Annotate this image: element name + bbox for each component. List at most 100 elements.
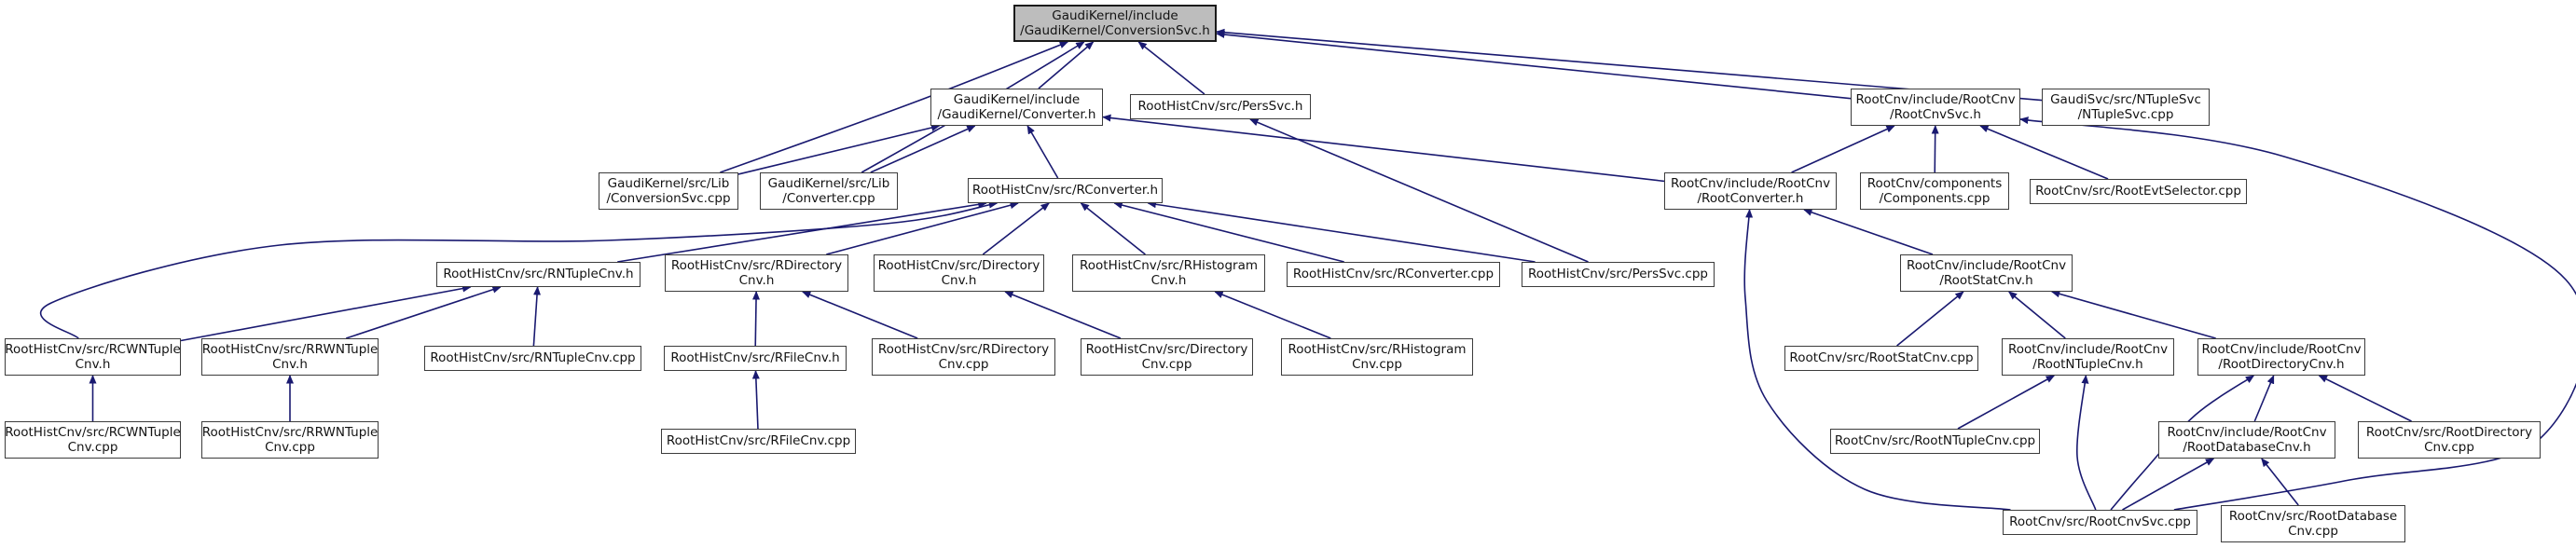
graph-node-label: /RootDatabaseCnv.h: [2183, 440, 2311, 455]
edge-rootstatcnv-cpp--rootstatcnv-h: [1896, 291, 1964, 347]
edge-rhistogramcnv-cpp--rhistogramcnv-h: [1214, 291, 1331, 339]
edge-rootcnvsvc-cpp--rootntuplecnv-h: [2075, 375, 2097, 511]
graph-node-rootcnvsvc-cpp[interactable]: RootCnv/src/RootCnvSvc.cpp: [2003, 510, 2197, 535]
graph-node-perssvc-h[interactable]: RootHistCnv/src/PersSvc.h: [1130, 94, 1311, 119]
graph-node-label: RootHistCnv/src/RFileCnv.cpp: [666, 433, 851, 449]
edge-converter-cpp--converter-h: [870, 125, 976, 173]
graph-node-rootconverter-h[interactable]: RootCnv/include/RootCnv/RootConverter.h: [1664, 172, 1837, 210]
graph-node-label: /Converter.cpp: [782, 191, 875, 206]
graph-node-rootntuplecnv-cpp[interactable]: RootCnv/src/RootNTupleCnv.cpp: [1830, 429, 2040, 454]
graph-node-label: RootHistCnv/src/RNTupleCnv.cpp: [430, 350, 636, 366]
edge-rcwntuplecnv-h--rntuplecnv-h: [180, 284, 472, 342]
graph-node-rootntuplecnv-h[interactable]: RootCnv/include/RootCnv/RootNTupleCnv.h: [2002, 338, 2174, 376]
graph-node-rconverter-cpp[interactable]: RootHistCnv/src/RConverter.cpp: [1287, 262, 1500, 287]
graph-node-rootdirectorycnv-h[interactable]: RootCnv/include/RootCnv/RootDirectoryCnv…: [2197, 338, 2365, 376]
graph-node-label: RootCnv/src/RootStatCnv.cpp: [1789, 350, 1974, 366]
graph-node-label: RootHistCnv/src/RCWNTuple: [5, 424, 181, 440]
graph-node-components-cpp[interactable]: RootCnv/components/Components.cpp: [1860, 172, 2009, 210]
graph-node-label: GaudiKernel/src/Lib: [607, 175, 730, 191]
edge-rdirectorycnv-h--rconverter-h: [826, 201, 1019, 255]
graph-node-perssvc-cpp[interactable]: RootHistCnv/src/PersSvc.cpp: [1522, 262, 1715, 287]
graph-node-rootcnvsvc-h[interactable]: RootCnv/include/RootCnv/RootCnvSvc.h: [1851, 89, 2020, 126]
graph-node-label: RootCnv/src/RootDatabase: [2228, 508, 2398, 524]
edge-rconverter-cpp--rconverter-h: [1113, 201, 1344, 263]
edge-rootntuplecnv-cpp--rootntuplecnv-h: [1957, 375, 2056, 430]
graph-node-label: RootHistCnv/src/RConverter.h: [971, 183, 1159, 199]
graph-node-label: RootHistCnv/src/RCWNTuple: [5, 341, 181, 357]
graph-node-label: Cnv.h: [738, 273, 775, 288]
edge-rootdatabasecnv-cpp--rootdatabasecnv-h: [2261, 458, 2299, 506]
graph-node-label: /RootNTupleCnv.h: [2032, 357, 2143, 372]
graph-node-conversionsvc-h[interactable]: GaudiKernel/include/GaudiKernel/Conversi…: [1013, 5, 1217, 42]
graph-node-label: RootCnv/include/RootCnv: [1906, 257, 2067, 273]
edge-rootstatcnv-h--rootconverter-h: [1803, 209, 1934, 255]
graph-node-label: /RootStatCnv.h: [1939, 273, 2033, 288]
graph-node-label: RootCnv/include/RootCnv: [1855, 91, 2016, 107]
graph-node-rootdatabasecnv-h[interactable]: RootCnv/include/RootCnv/RootDatabaseCnv.…: [2158, 421, 2335, 459]
graph-node-label: RootCnv/components: [1867, 175, 2003, 191]
graph-node-rconverter-h[interactable]: RootHistCnv/src/RConverter.h: [968, 178, 1163, 203]
graph-node-converter-cpp[interactable]: GaudiKernel/src/Lib/Converter.cpp: [760, 172, 898, 210]
graph-node-label: Cnv.h: [272, 357, 308, 372]
graph-node-label: /ConversionSvc.cpp: [606, 191, 731, 206]
graph-node-rootstatcnv-h[interactable]: RootCnv/include/RootCnv/RootStatCnv.h: [1900, 254, 2073, 292]
graph-node-label: RootCnv/include/RootCnv: [2007, 341, 2169, 357]
edge-rhistogramcnv-h--rconverter-h: [1080, 202, 1146, 255]
graph-node-label: /RootDirectoryCnv.h: [2218, 357, 2345, 372]
graph-node-label: /RootCnvSvc.h: [1890, 107, 1981, 122]
edge-rootcnvsvc-cpp--rootcnvsvc-h: [2019, 116, 2576, 511]
graph-node-label: RootCnv/src/RootDirectory: [2365, 424, 2533, 440]
edge-rootcnvsvc-h--conversionsvc-h: [1216, 31, 1852, 100]
graph-node-rntuplecnv-h[interactable]: RootHistCnv/src/RNTupleCnv.h: [436, 262, 641, 287]
edge-directorycnv-cpp--directorycnv-h: [1004, 291, 1122, 339]
graph-node-conversionsvc-cpp[interactable]: GaudiKernel/src/Lib/ConversionSvc.cpp: [599, 172, 738, 210]
graph-node-rootevtselector-cpp[interactable]: RootCnv/src/RootEvtSelector.cpp: [2030, 179, 2247, 204]
edge-rootcnvsvc-cpp--rootconverter-h: [1743, 209, 2011, 511]
graph-node-rntuplecnv-cpp[interactable]: RootHistCnv/src/RNTupleCnv.cpp: [424, 346, 641, 371]
graph-node-label: RootHistCnv/src/RHistogram: [1288, 341, 1467, 357]
graph-node-label: Cnv.cpp: [67, 440, 118, 455]
graph-node-rfilecnv-cpp[interactable]: RootHistCnv/src/RFileCnv.cpp: [661, 429, 856, 454]
edge-rootevtselector-cpp--rootcnvsvc-h: [1979, 125, 2109, 180]
edge-directorycnv-h--rconverter-h: [982, 202, 1050, 255]
graph-node-ntuplesvc-cpp[interactable]: GaudiSvc/src/NTupleSvc/NTupleSvc.cpp: [2042, 89, 2210, 126]
edge-rntuplecnv-cpp--rntuplecnv-h: [532, 286, 542, 347]
graph-node-label: RootHistCnv/src/RConverter.cpp: [1292, 267, 1495, 282]
graph-node-label: RootHistCnv/src/RRWNTuple: [201, 341, 379, 357]
graph-node-label: RootHistCnv/src/RDirectory: [877, 341, 1050, 357]
graph-node-label: Cnv.cpp: [1352, 357, 1402, 372]
graph-node-label: RootCnv/src/RootCnvSvc.cpp: [2009, 514, 2191, 530]
graph-node-label: RootHistCnv/src/PersSvc.h: [1137, 99, 1303, 115]
graph-node-label: RootCnv/include/RootCnv: [2167, 424, 2327, 440]
edge-rootdirectorycnv-cpp--rootdirectorycnv-h: [2318, 375, 2412, 422]
graph-node-label: RootHistCnv/src/Directory: [877, 257, 1040, 273]
graph-node-label: Cnv.cpp: [1141, 357, 1192, 372]
edge-converter-h--conversionsvc-h: [1038, 41, 1095, 89]
edge-group: [40, 28, 2576, 511]
edge-rootconverter-h--converter-h: [1102, 114, 1665, 183]
graph-node-label: RootCnv/src/RootNTupleCnv.cpp: [1834, 433, 2036, 449]
graph-node-label: Cnv.cpp: [2424, 440, 2474, 455]
edge-rdirectorycnv-cpp--rdirectorycnv-h: [801, 291, 918, 339]
edge-rootconverter-h--rootcnvsvc-h: [1791, 125, 1895, 173]
graph-node-label: RootHistCnv/src/RNTupleCnv.h: [443, 267, 634, 282]
graph-node-label: RootCnv/src/RootEvtSelector.cpp: [2035, 184, 2241, 199]
graph-node-label: /NTupleSvc.cpp: [2077, 107, 2174, 122]
graph-node-converter-h[interactable]: GaudiKernel/include/GaudiKernel/Converte…: [930, 89, 1103, 126]
edge-rfilecnv-cpp--rfilecnv-h: [751, 370, 760, 430]
graph-node-rootstatcnv-cpp[interactable]: RootCnv/src/RootStatCnv.cpp: [1784, 346, 1978, 371]
edge-conversionsvc-cpp--conversionsvc-h: [720, 41, 1069, 173]
graph-node-rfilecnv-h[interactable]: RootHistCnv/src/RFileCnv.h: [664, 346, 847, 371]
